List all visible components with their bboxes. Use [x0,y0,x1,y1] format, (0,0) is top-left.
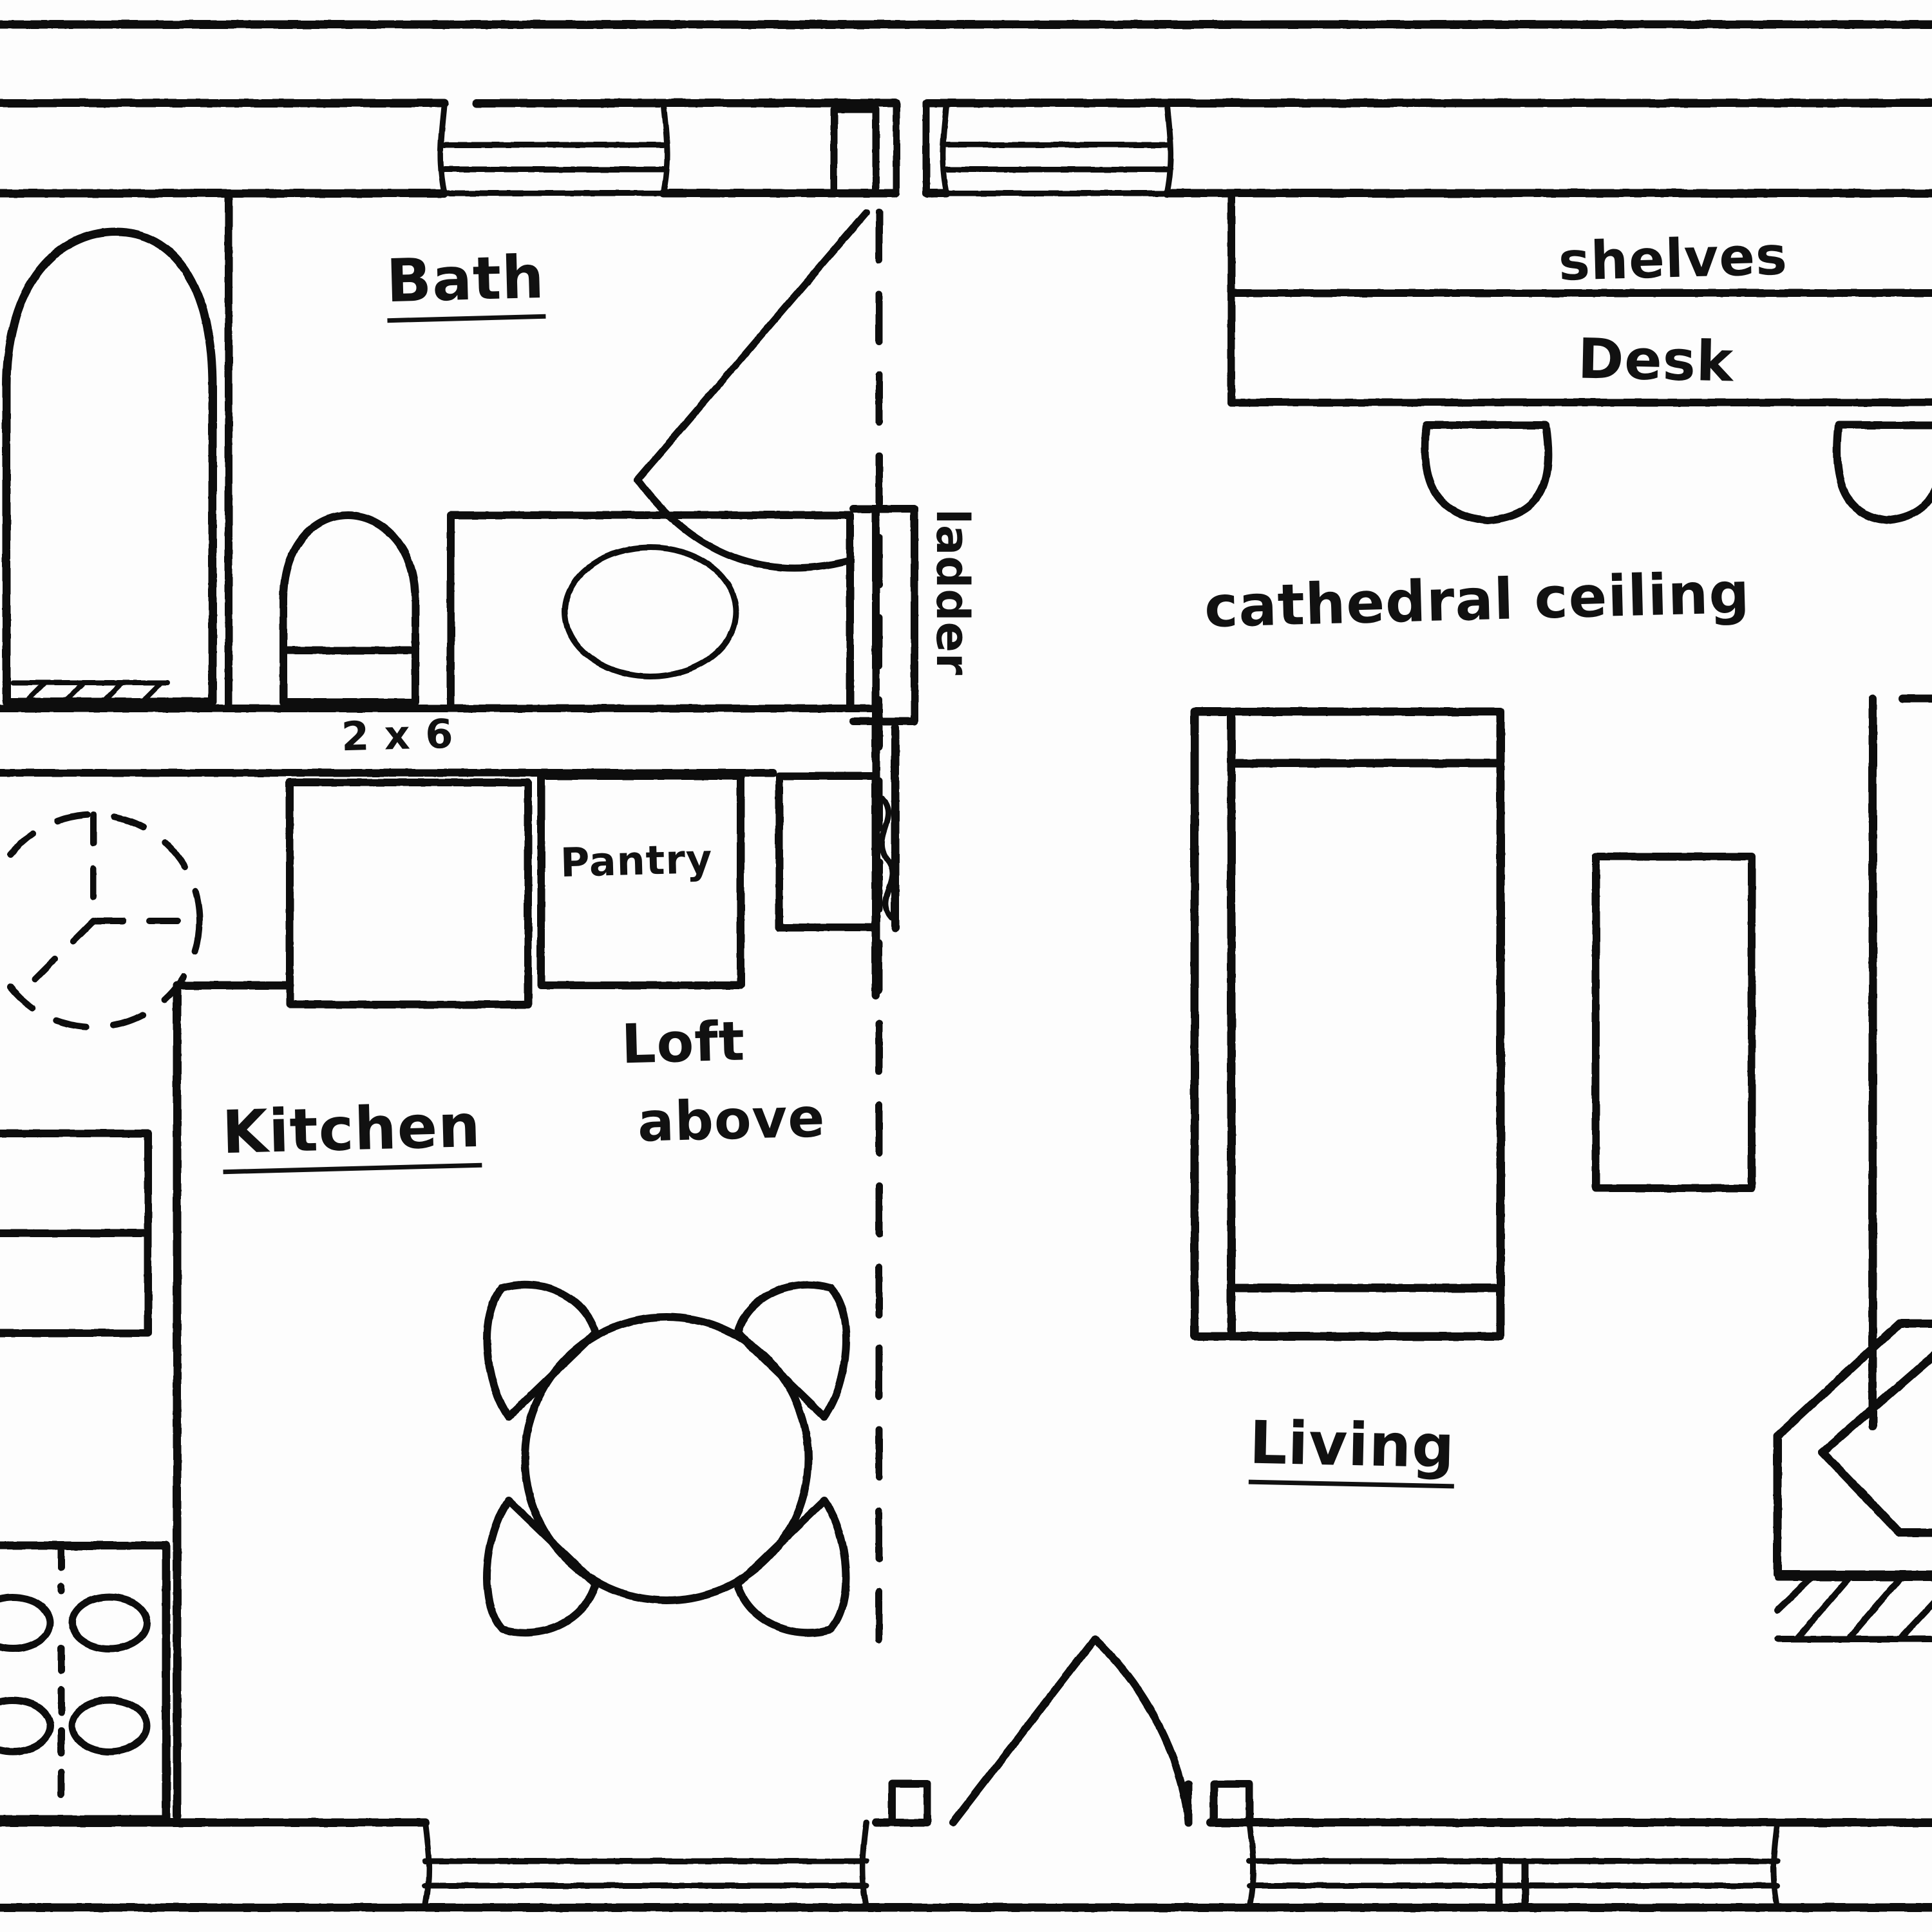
wood-stove [1773,1319,1932,1579]
desk-chair-right [1833,421,1932,524]
dining-table [521,1313,812,1604]
window-bottom-left [422,1819,869,1911]
window-bottom-right [1246,1819,1781,1911]
entry-door [888,1635,1253,1826]
pantry-cabinet [537,772,744,989]
right-wall [1868,694,1932,1431]
label-shelves: shelves [1557,225,1788,293]
label-loft-above-line2: above [636,1086,826,1154]
shower-hatching [10,680,170,711]
window-mullion [893,99,930,197]
vanity-sink-basin [562,544,739,679]
refrigerator-dashed-cross [16,811,196,998]
wall-break-squiggle [878,795,896,921]
desk-chair-left [1421,421,1552,524]
kitchen-cabinet-left [286,779,532,1009]
dining-chair-bottom-right [734,1497,850,1637]
window-top-left [437,100,670,196]
room-label-kitchen: Kitchen [221,1091,482,1175]
label-ladder: ladder [926,509,979,676]
vanity-counter [447,511,854,712]
kitchen-sink [0,1130,152,1337]
bottom-wall-mullion [1495,1857,1529,1911]
room-label-living: Living [1248,1408,1456,1489]
label-desk: Desk [1577,327,1735,395]
dining-chair-top-left [483,1280,600,1421]
label-loft-above-line1: Loft [620,1009,746,1076]
dining-chair-bottom-left [483,1497,600,1637]
sofa [1190,707,1505,1341]
shower-stall [2,227,217,706]
window-top-right [940,100,1174,196]
range-burners [0,1542,151,1801]
dining-chair-top-right [734,1280,850,1421]
bath-door [634,106,880,572]
coffee-table [1592,853,1756,1192]
bath-right-jamb [849,505,918,725]
cabinet-end-piece [775,772,880,931]
room-label-pantry: Pantry [560,835,714,887]
label-framing-2x6: 2 x 6 [341,710,455,761]
hearth-hatching [1774,1575,1932,1642]
refrigerator-dashed-circle [0,811,203,1030]
shelving-unit [1227,193,1932,406]
kitchen-counter-wall [173,981,294,1821]
room-label-bath: Bath [385,242,546,323]
range-cooktop [0,1541,171,1824]
toilet [279,511,419,706]
